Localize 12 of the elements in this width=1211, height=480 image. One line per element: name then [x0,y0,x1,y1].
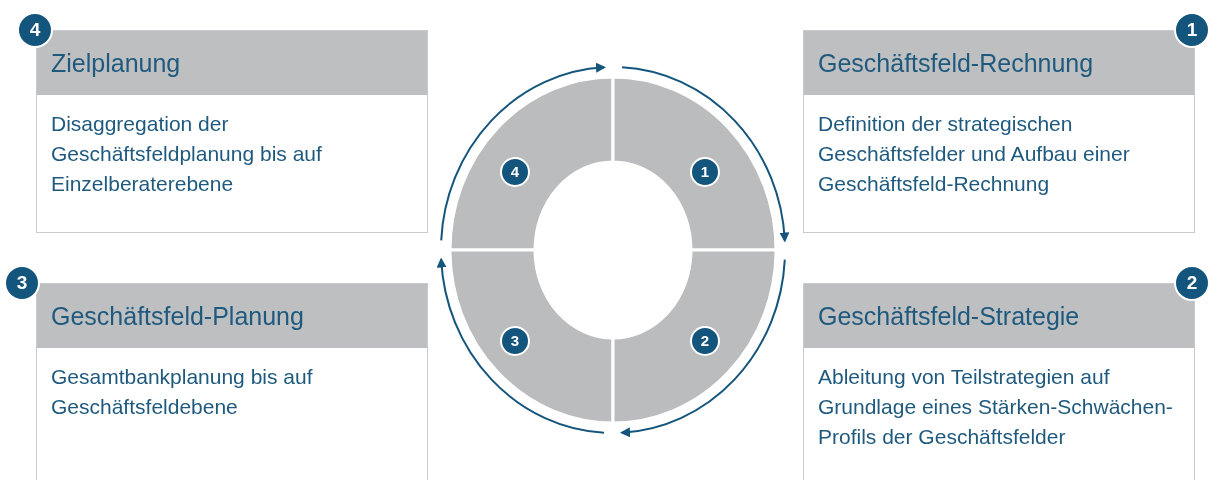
card-text: Definition der strategischen Geschäftsfelder und Aufbau einer Geschäftsfeld-Rechnung [817,111,1131,197]
cycle-arrow [621,66,789,243]
card-text: Ableitung von Teilstrategien auf Grundlage eines Stärken-Schwächen-Profils der Geschäftsfelder [817,364,1174,450]
cycle-arrow [437,257,605,434]
card-text: Gesamtbankplanung bis auf Geschäftsfeldebene [50,364,314,420]
step-number-badge: 4 [17,12,53,48]
info-card [36,283,428,480]
cycle-arrow [620,258,786,437]
card-heading: Geschäftsfeld-Planung [37,284,427,348]
step-number-badge: 3 [4,265,40,301]
cycle-arrow [440,63,606,242]
card-text: Disaggregation der Geschäftsfeldplanung bis auf Einzelberaterebene [50,111,323,197]
